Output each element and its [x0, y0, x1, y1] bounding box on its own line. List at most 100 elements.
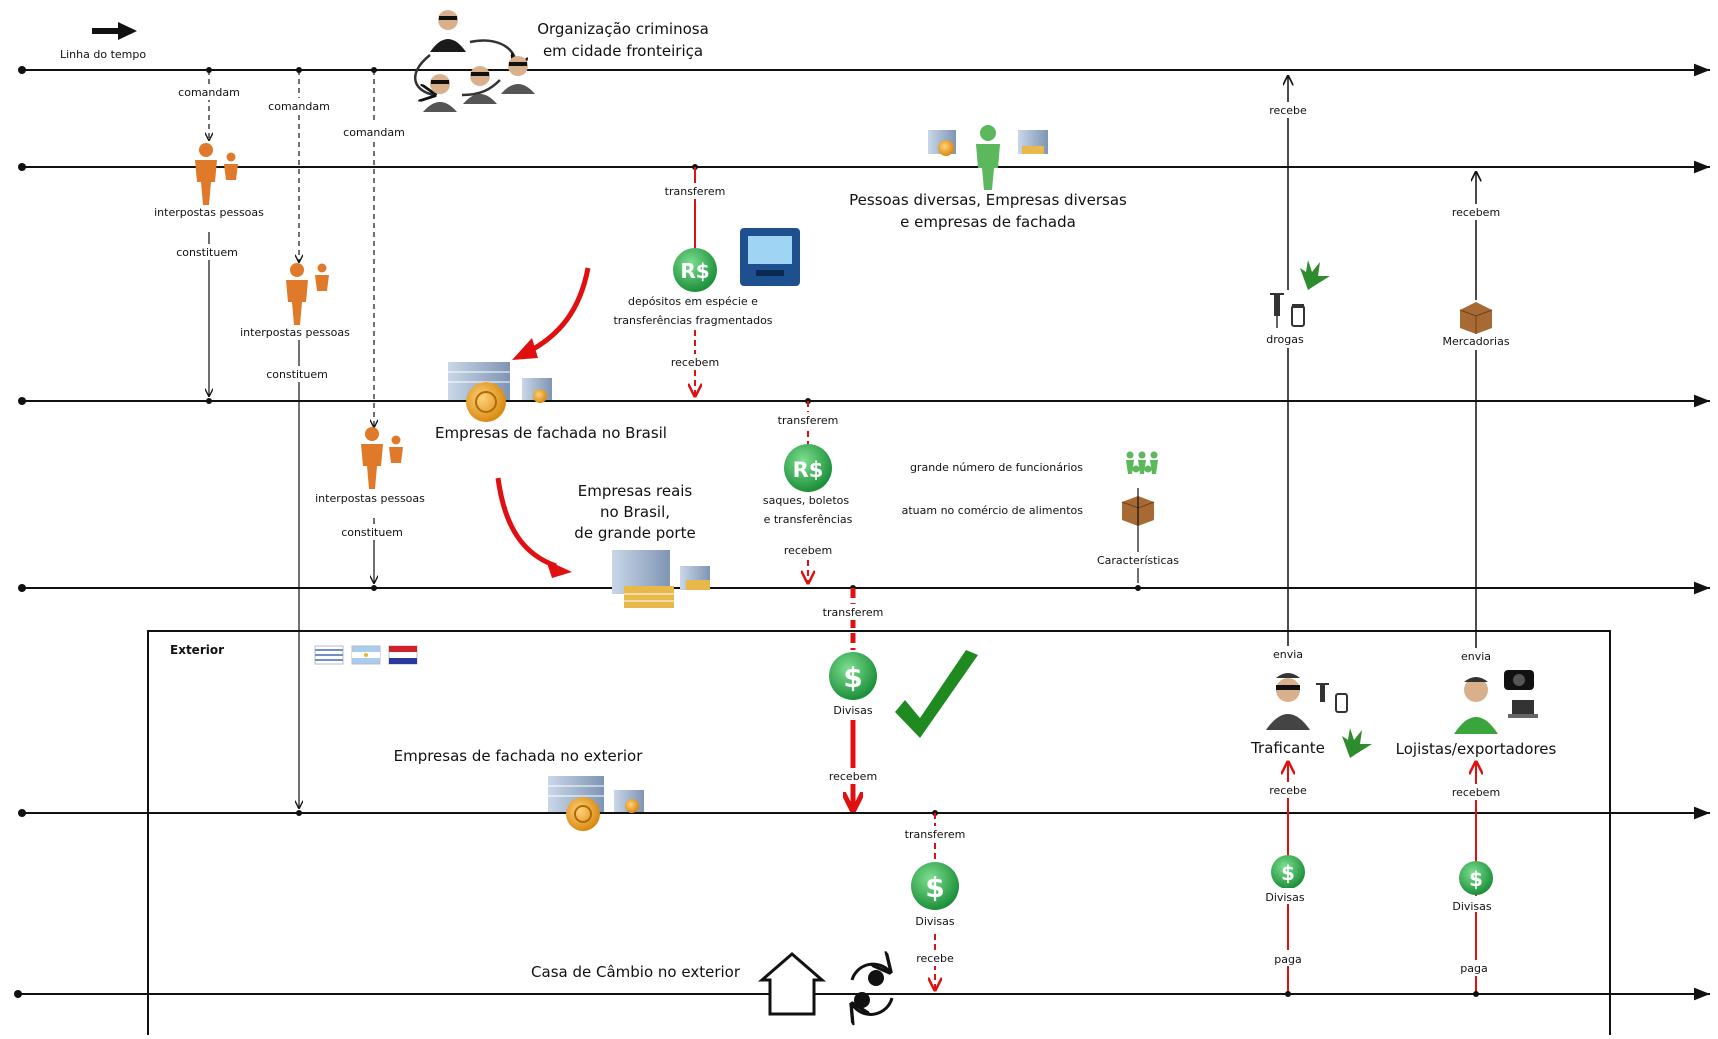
- green-person-icon: [976, 125, 1000, 190]
- legend: Linha do tempo: [60, 22, 146, 61]
- recebem-label-1: recebem: [671, 356, 719, 369]
- paga-label-2: paga: [1460, 962, 1487, 975]
- pill-bottle-icon: [1291, 304, 1305, 327]
- recebem-label-3: recebem: [829, 770, 877, 783]
- command-flow-2: [296, 67, 302, 816]
- red-curved-arrow-2: [495, 477, 572, 578]
- comandam-label-3: comandam: [343, 126, 405, 139]
- timeline-2: [18, 160, 1710, 174]
- flag-icon: [351, 645, 381, 665]
- timeline-5: [18, 806, 1710, 820]
- criminal-group-icon: [413, 10, 535, 112]
- building-icon: [522, 378, 552, 403]
- svg-text:R$: R$: [680, 259, 709, 283]
- orange-person-icon: [195, 143, 238, 205]
- transferem-label-1: transferem: [665, 185, 726, 198]
- syringe-icon: [1270, 293, 1284, 328]
- orange-person-icon: [361, 427, 403, 489]
- divisas-label-2: Divisas: [915, 915, 955, 928]
- recebe-label-3: recebe: [1269, 784, 1307, 797]
- drogas-icons: [1270, 260, 1330, 328]
- timeline-3: [18, 394, 1710, 408]
- recebe-label-2: recebe: [1269, 104, 1307, 117]
- dollar-coin-icon: $: [829, 652, 877, 700]
- atm-icon: [740, 228, 800, 286]
- constituem-label-3: constituem: [341, 526, 403, 539]
- timeline-1: [18, 63, 1710, 77]
- recebem-label-5: recebem: [1452, 786, 1500, 799]
- reais-label-line3: de grande porte: [574, 524, 695, 542]
- paga-label-1: paga: [1274, 953, 1301, 966]
- house-icon: [757, 952, 827, 1016]
- org-label-line2: em cidade fronteiriça: [543, 42, 703, 60]
- drogas-label: drogas: [1266, 333, 1304, 346]
- flags: [314, 645, 418, 665]
- svg-text:R$: R$: [793, 458, 824, 482]
- caract-label-1: grande número de funcionários: [910, 461, 1083, 474]
- lojista-icon: [1454, 670, 1538, 734]
- transferem-label-3: transferem: [823, 606, 884, 619]
- building-icon: [614, 790, 644, 813]
- building-icon: [612, 550, 674, 608]
- real-coin-icon: R$: [673, 248, 717, 292]
- exchange-icon: [852, 964, 892, 1014]
- exterior-label: Exterior: [170, 643, 224, 657]
- transferem-label-2: transferem: [778, 414, 839, 427]
- pessoas-diversas-icons: [928, 125, 1048, 190]
- interpostas-label-1: interpostas pessoas: [154, 206, 264, 219]
- cannabis-leaf-icon: [1300, 260, 1330, 290]
- transferem-label-4: transferem: [905, 828, 966, 841]
- svg-text:$: $: [843, 661, 862, 694]
- lojistas-label: Lojistas/exportadores: [1396, 740, 1557, 758]
- fachada-exterior-icon: [548, 776, 644, 831]
- command-flow-1: [206, 67, 212, 404]
- fachada-brasil-icon: [448, 362, 552, 422]
- pessoas-label-line2: e empresas de fachada: [900, 213, 1076, 231]
- casa-cambio-label: Casa de Câmbio no exterior: [531, 963, 741, 981]
- fachada-exterior-label: Empresas de fachada no exterior: [394, 747, 644, 765]
- red-curved-arrow-1: [512, 267, 591, 360]
- constituem-label-2: constituem: [266, 368, 328, 381]
- snail-icon: [566, 797, 600, 831]
- building-icon: [680, 566, 710, 590]
- mercadorias-label: Mercadorias: [1442, 335, 1509, 348]
- flag-icon: [314, 645, 344, 665]
- org-label-line1: Organização criminosa: [537, 20, 709, 38]
- divisas-label-4: Divisas: [1452, 900, 1492, 913]
- check-icon: [895, 650, 978, 738]
- interpostas-label-3: interpostas pessoas: [315, 492, 425, 505]
- saques-label-line2: e transferências: [764, 513, 853, 526]
- exterior-box: [147, 630, 1611, 1039]
- arrow-right-icon: [92, 22, 137, 40]
- divisas-label-3: Divisas: [1265, 891, 1305, 904]
- fachada-brasil-label: Empresas de fachada no Brasil: [435, 424, 667, 442]
- cannabis-leaf-icon: [1342, 728, 1372, 758]
- syringe-icon: [1316, 683, 1329, 702]
- recebe-label-1: recebe: [916, 952, 954, 965]
- constituem-label-1: constituem: [176, 246, 238, 259]
- reais-icon: [612, 550, 710, 608]
- real-coin-icon: R$: [784, 444, 832, 492]
- comandam-label-2: comandam: [268, 100, 330, 113]
- laptop-icon: [1508, 700, 1538, 718]
- workers-icon: [1126, 451, 1158, 474]
- interpostas-label-2: interpostas pessoas: [240, 326, 350, 339]
- timeline-4: [18, 581, 1710, 595]
- svg-text:$: $: [1469, 867, 1483, 891]
- flag-icon: [388, 645, 418, 665]
- pessoas-label-line1: Pessoas diversas, Empresas diversas: [849, 191, 1127, 209]
- pill-bottle-icon: [1335, 693, 1348, 713]
- saques-label-line1: saques, boletos: [763, 494, 849, 507]
- svg-text:$: $: [1281, 861, 1295, 885]
- reais-label-line2: no Brasil,: [600, 503, 670, 521]
- dollar-coin-icon: $: [911, 862, 959, 910]
- caract-label-2: atuam no comércio de alimentos: [902, 504, 1084, 517]
- building-icon: [928, 130, 956, 156]
- comandam-label-1: comandam: [178, 86, 240, 99]
- dollar-coin-icon: $: [1459, 861, 1493, 895]
- snail-icon: [466, 382, 506, 422]
- command-flow-3: [371, 67, 377, 591]
- caract-title: Características: [1097, 554, 1179, 567]
